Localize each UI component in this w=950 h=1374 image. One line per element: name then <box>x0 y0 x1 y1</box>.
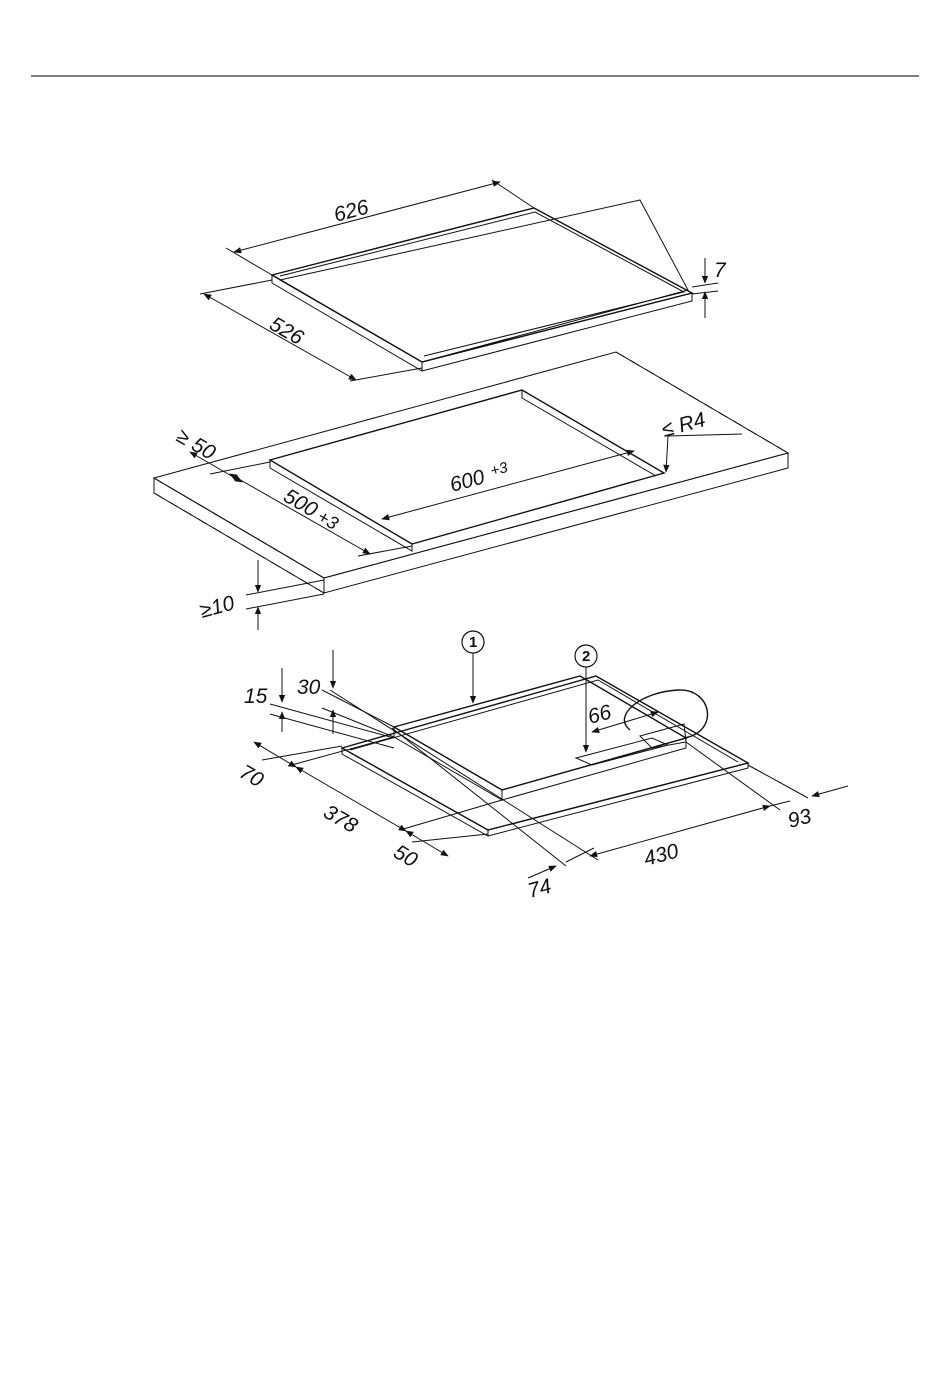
dim-500-tol: +3 <box>314 506 342 534</box>
dim-hob-height: 7 <box>692 258 727 318</box>
dim-7-label: 7 <box>714 259 727 282</box>
dim-500-label: 500 <box>280 484 322 522</box>
dim-r4-label: ≤ R4 <box>659 408 708 442</box>
mains-cable <box>624 690 707 738</box>
dim-430-label: 430 <box>641 839 681 870</box>
dim-min50-label: ≥ 50 <box>173 424 220 464</box>
callout-2-label: 2 <box>582 648 590 665</box>
dim-66-label: 66 <box>585 700 614 728</box>
dim-378: 378 <box>288 737 502 838</box>
dim-626-label: 626 <box>331 195 371 226</box>
dim-378-label: 378 <box>320 800 362 838</box>
dim-hob-depth: 526 <box>200 280 422 381</box>
dim-30-label: 30 <box>297 676 321 699</box>
connection-box <box>576 738 668 765</box>
hob-glass-top <box>272 208 692 362</box>
dim-min10-label: ≥10 <box>197 592 237 623</box>
dim-cutout-width: 600 +3 <box>382 451 634 519</box>
callout-2: 2 <box>575 645 597 752</box>
dim-430: 430 <box>330 690 780 871</box>
underside-drawing <box>342 676 748 836</box>
dim-50-label: 50 <box>390 840 422 872</box>
dim-74-label: 74 <box>525 875 554 903</box>
dim-93-label: 93 <box>785 804 814 832</box>
dim-600-tol: +3 <box>489 459 511 480</box>
dim-70-label: 70 <box>236 760 268 792</box>
dim-74: 74 <box>392 728 594 903</box>
dim-15-label: 15 <box>244 685 268 708</box>
dim-30: 30 <box>297 650 394 737</box>
callout-1-label: 1 <box>469 634 477 651</box>
dim-min-front: ≥ 50 <box>173 424 271 482</box>
dim-526-label: 526 <box>266 312 308 350</box>
dim-max-radius: ≤ R4 <box>659 408 742 472</box>
dim-cutout-depth: 500 +3 <box>230 474 412 556</box>
dim-hob-width: 626 <box>226 180 534 275</box>
dim-50: 50 <box>390 831 489 872</box>
dim-min-thickness: ≥10 <box>197 560 324 630</box>
dim-93: 93 <box>748 765 848 833</box>
worktop-top <box>154 352 788 578</box>
callout-1: 1 <box>462 631 484 703</box>
housing-block <box>394 676 686 790</box>
